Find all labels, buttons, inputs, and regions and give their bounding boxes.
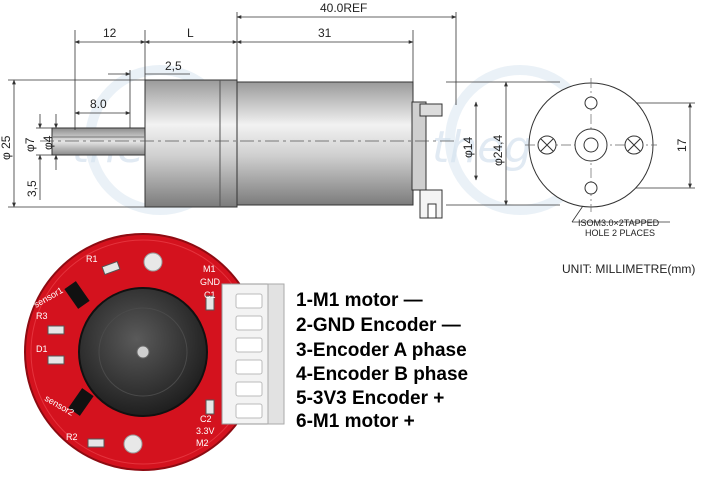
silk-gnd: GND [200, 277, 221, 287]
dim-shoulder: 2,5 [165, 59, 182, 73]
connector-pin-1 [235, 293, 263, 309]
hall-sensor-2 [68, 388, 94, 416]
motor-can [236, 81, 414, 206]
connector-pin-5 [235, 381, 263, 397]
capacitor-c2 [205, 399, 215, 415]
dim-overall-length: 40.0REF [320, 1, 367, 15]
connector-6pin [221, 283, 285, 425]
end-cap [411, 101, 427, 191]
pin-label-5: 5-3V3 Encoder + [296, 388, 444, 409]
pin-label-2: 2-GND Encoder — [296, 315, 461, 336]
dim-17: 17 [675, 138, 689, 152]
dim-dia-14: φ14 [461, 137, 475, 158]
silk-d1: D1 [36, 344, 48, 354]
mount-hole-top [584, 96, 598, 110]
silk-c1: C1 [204, 290, 216, 300]
note-hole-places: HOLE 2 PLACES [585, 228, 655, 238]
dim-dia-25: φ 25 [0, 135, 13, 160]
pin-label-6: 6-M1 motor + [296, 411, 415, 432]
resistor-r3 [47, 325, 65, 335]
output-shaft [51, 127, 146, 156]
note-tapped-holes: ISOM3.0×2TAPPED [578, 218, 660, 228]
resistor-r2 [87, 438, 105, 448]
connector-pin-6 [235, 403, 263, 419]
capacitor-c1 [205, 295, 215, 311]
dim-dia-7: φ7 [23, 137, 37, 152]
hall-sensor-1 [64, 281, 90, 309]
connector-pin-3 [235, 337, 263, 353]
silk-r2: R2 [66, 432, 78, 442]
pin-label-3: 3-Encoder A phase [296, 340, 467, 361]
dim-12: 12 [103, 26, 117, 40]
motor-shaft-end [136, 345, 150, 359]
silk-m1: M1 [203, 264, 216, 274]
dim-dia-4: φ4 [41, 135, 55, 150]
mount-hole-bottom [584, 181, 598, 195]
gearbox-body [144, 79, 238, 208]
led-d1 [47, 355, 65, 365]
dim-shaft-length: 8.0 [90, 97, 107, 111]
encoder-board: R1 M1 GND C1 sensor1 R3 D1 sensor2 C2 3.… [24, 233, 262, 471]
motor-front-view [525, 78, 657, 212]
dim-dia-24-4: φ24,4 [491, 135, 505, 166]
silk-r1: R1 [86, 254, 98, 264]
pcb-hole-bottom [123, 434, 143, 454]
pin-label-1: 1-M1 motor — [296, 290, 423, 311]
motor-side-view [51, 79, 443, 219]
silk-3v3: 3.3V [196, 426, 215, 436]
unit-label: UNIT: MILLIMETRE(mm) [562, 262, 695, 276]
dim-flat: 3,5 [25, 180, 39, 197]
silk-m2: M2 [196, 438, 209, 448]
pin-label-4: 4-Encoder B phase [296, 364, 468, 385]
resistor-r1 [101, 260, 121, 276]
pcb-hole-top [143, 252, 163, 272]
connector-pin-2 [235, 315, 263, 331]
dim-31: 31 [318, 26, 332, 40]
connector-pin-4 [235, 359, 263, 375]
silk-r3: R3 [36, 311, 48, 321]
silk-c2: C2 [200, 414, 212, 424]
dim-L: L [187, 26, 194, 40]
